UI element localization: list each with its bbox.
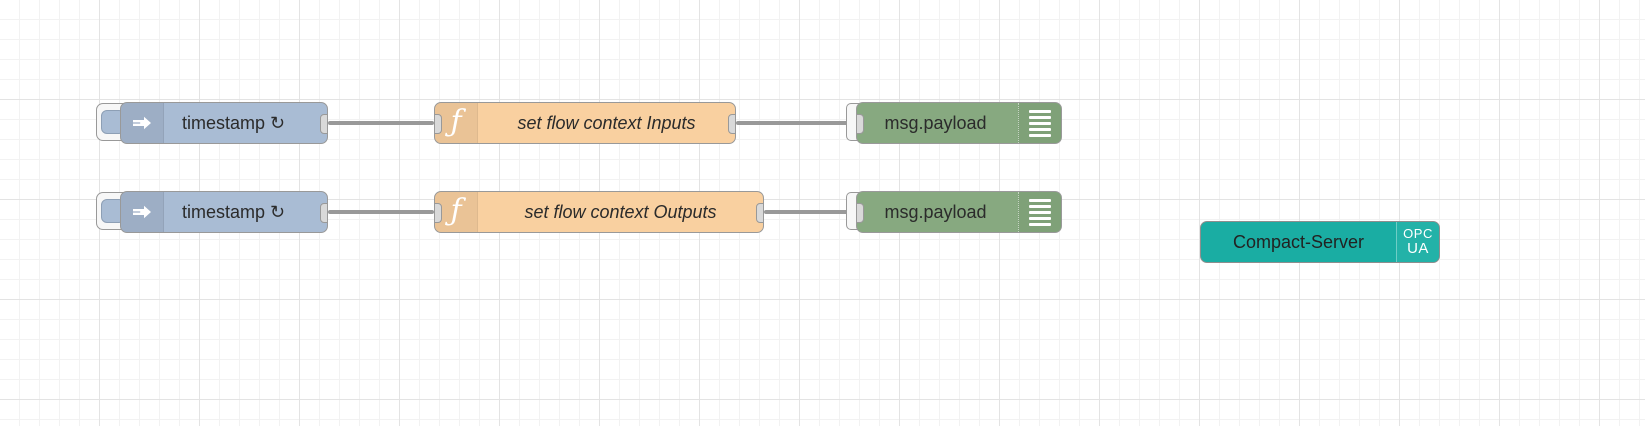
function-f-glyph: ƒ [450, 104, 462, 139]
output-port[interactable] [728, 114, 735, 134]
opc-ua-icon-text-top: OPC [1403, 226, 1433, 242]
input-port[interactable] [435, 203, 442, 223]
debug-bars-glyph [1029, 198, 1051, 226]
function-node-label: set flow context Inputs [517, 113, 696, 133]
input-port[interactable] [857, 203, 864, 223]
output-port[interactable] [756, 203, 763, 223]
wire-inject-to-function-row2[interactable] [328, 210, 434, 214]
output-port[interactable] [320, 203, 327, 223]
inject-node-timestamp-outputs[interactable]: timestamp ↻ [120, 191, 328, 233]
opcua-server-node-compact-server[interactable]: Compact-Server OPC UA [1200, 221, 1440, 263]
inject-node-label: timestamp ↻ [182, 202, 286, 222]
inject-node-timestamp-inputs[interactable]: timestamp ↻ [120, 102, 328, 144]
wire-inject-to-function-row1[interactable] [328, 121, 434, 125]
opc-ua-icon: OPC UA [1396, 222, 1439, 262]
function-node-set-flow-context-outputs[interactable]: ƒ set flow context Outputs [434, 191, 764, 233]
function-node-label: set flow context Outputs [524, 202, 717, 222]
function-node-set-flow-context-inputs[interactable]: ƒ set flow context Inputs [434, 102, 736, 144]
debug-bars-icon [1018, 103, 1061, 143]
debug-bars-icon [1018, 192, 1061, 232]
inject-node-label: timestamp ↻ [182, 113, 286, 133]
arrow-right-icon [121, 103, 164, 143]
debug-bars-glyph [1029, 109, 1051, 137]
debug-node-msg-payload-outputs[interactable]: msg.payload [856, 191, 1062, 233]
function-f-icon: ƒ [435, 103, 478, 143]
input-port[interactable] [435, 114, 442, 134]
opcua-server-node-label: Compact-Server [1232, 232, 1365, 252]
function-f-glyph: ƒ [450, 193, 462, 228]
wire-function-to-debug-row1[interactable] [736, 121, 856, 125]
wire-function-to-debug-row2[interactable] [764, 210, 856, 214]
debug-node-msg-payload-inputs[interactable]: msg.payload [856, 102, 1062, 144]
arrow-right-icon [121, 192, 164, 232]
debug-node-label: msg.payload [884, 113, 987, 133]
function-f-icon: ƒ [435, 192, 478, 232]
debug-node-label: msg.payload [884, 202, 987, 222]
input-port[interactable] [857, 114, 864, 134]
output-port[interactable] [320, 114, 327, 134]
opc-ua-icon-text-bottom: UA [1407, 239, 1429, 257]
